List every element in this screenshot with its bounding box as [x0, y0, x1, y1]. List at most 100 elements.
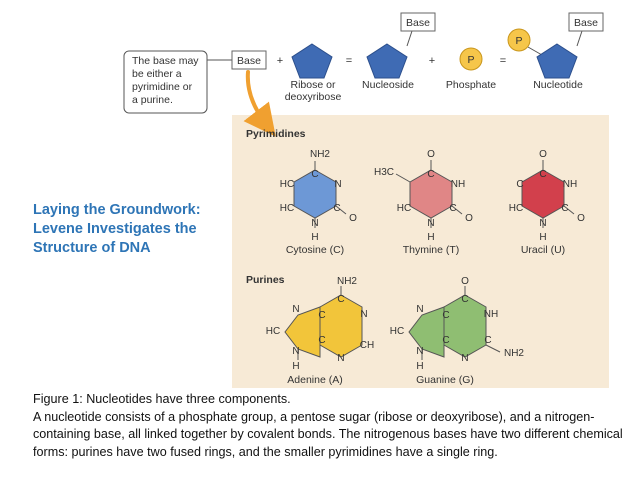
- svg-text:N: N: [360, 309, 367, 320]
- equals-sign-2: =: [500, 55, 506, 67]
- nucleoside-base-label: Base: [406, 17, 430, 29]
- slide-title-line-2: Levene Investigates the: [33, 221, 197, 237]
- nucleoside-bond: [406, 30, 413, 47]
- nucleotide-phosphate-symbol: P: [515, 35, 522, 47]
- nucleotide-figure: The base may be either a pyrimidine or a…: [123, 12, 609, 388]
- svg-text:H: H: [416, 361, 423, 372]
- svg-text:C: C: [539, 169, 546, 180]
- phosphate-symbol: P: [467, 54, 474, 66]
- svg-text:C: C: [561, 203, 568, 214]
- svg-text:C: C: [427, 169, 434, 180]
- svg-text:CH: CH: [360, 340, 374, 351]
- svg-text:HC: HC: [280, 179, 294, 190]
- guanine-five-ring: [408, 306, 445, 358]
- uracil-label: Uracil (U): [521, 244, 565, 256]
- arrow-icon: [243, 70, 276, 137]
- uracil-structure: O C C NH HC C O N H Uracil (U): [509, 149, 585, 256]
- callout-line-3: pyrimidine or: [132, 81, 193, 93]
- equals-sign-1: =: [346, 55, 352, 67]
- sugar-label-line-2: deoxyribose: [285, 91, 342, 103]
- svg-text:N: N: [416, 304, 423, 315]
- nucleotide-label: Nucleotide: [533, 79, 583, 91]
- svg-text:C: C: [318, 310, 325, 321]
- adenine-nh2: NH2: [337, 276, 357, 287]
- nucleotide-phosphate-icon: [507, 28, 531, 52]
- adenine-six-ring: [319, 294, 363, 358]
- svg-text:C: C: [333, 203, 340, 214]
- callout-line-2: be either a: [132, 68, 182, 80]
- svg-text:C: C: [484, 335, 491, 346]
- svg-text:N: N: [292, 346, 299, 357]
- callout-box: [123, 50, 208, 114]
- svg-text:HC: HC: [509, 203, 523, 214]
- svg-text:H: H: [311, 232, 318, 243]
- svg-text:N: N: [337, 353, 344, 364]
- adenine-five-ring: [284, 306, 321, 358]
- base-box: [231, 50, 267, 70]
- svg-text:C: C: [311, 169, 318, 180]
- thymine-h3c: H3C: [374, 167, 394, 178]
- guanine-structure: O C N C NH HC C C NH2 N N H Guanine (G): [390, 276, 525, 386]
- nucleotide-base-label: Base: [574, 17, 598, 29]
- nucleotide-phosphate-bond: [527, 46, 543, 56]
- equation-row: The base may be either a pyrimidine or a…: [123, 12, 604, 114]
- guanine-label: Guanine (G): [416, 374, 474, 386]
- slide-title-line-1: Laying the Groundwork:: [33, 202, 201, 218]
- svg-text:H: H: [539, 232, 546, 243]
- cytosine-label: Cytosine (C): [286, 244, 344, 256]
- svg-text:O: O: [539, 149, 547, 160]
- purines-heading: Purines: [246, 274, 285, 286]
- plus-sign-1: +: [277, 55, 283, 67]
- cytosine-nh2: NH2: [310, 149, 330, 160]
- svg-text:NH: NH: [484, 309, 498, 320]
- svg-text:N: N: [311, 218, 318, 229]
- svg-text:O: O: [577, 213, 585, 224]
- caption-body: A nucleotide consists of a phosphate gro…: [33, 409, 623, 459]
- callout-line-4: a purine.: [132, 94, 173, 106]
- svg-text:N: N: [427, 218, 434, 229]
- guanine-six-ring: [443, 294, 487, 358]
- svg-text:N: N: [334, 179, 341, 190]
- svg-text:C: C: [461, 294, 468, 305]
- plus-sign-2: +: [429, 55, 435, 67]
- nucleoside-sugar-icon: [366, 43, 408, 79]
- guanine-nh2: NH2: [504, 348, 524, 359]
- svg-text:C: C: [516, 179, 523, 190]
- figure-caption: Figure 1: Nucleotides have three compone…: [33, 391, 628, 461]
- nucleotide-base-box: [568, 12, 604, 32]
- svg-text:O: O: [465, 213, 473, 224]
- svg-text:N: N: [539, 218, 546, 229]
- svg-text:C: C: [442, 335, 449, 346]
- pyrimidines-heading: Pyrimidines: [246, 128, 306, 140]
- svg-text:O: O: [427, 149, 435, 160]
- phosphate-label: Phosphate: [446, 79, 496, 91]
- callout-line-1: The base may: [132, 55, 199, 67]
- svg-text:N: N: [416, 346, 423, 357]
- svg-text:HC: HC: [280, 203, 294, 214]
- adenine-label: Adenine (A): [287, 374, 342, 386]
- svg-text:O: O: [461, 276, 469, 287]
- adenine-structure: NH2 C N C N HC C CH N N H Adenine (A): [266, 276, 374, 386]
- svg-text:HC: HC: [390, 326, 404, 337]
- svg-text:C: C: [337, 294, 344, 305]
- svg-text:C: C: [449, 203, 456, 214]
- nucleoside-base-box: [400, 12, 436, 32]
- slide-title: Laying the Groundwork: Levene Investigat…: [33, 201, 223, 258]
- svg-text:H: H: [292, 361, 299, 372]
- svg-text:O: O: [349, 213, 357, 224]
- svg-text:NH: NH: [563, 179, 577, 190]
- sugar-label-line-1: Ribose or: [291, 79, 336, 91]
- phosphate-icon: [459, 47, 483, 71]
- base-box-label: Base: [237, 55, 261, 67]
- cytosine-structure: NH2 C N HC HC C O N H Cytosine (C): [280, 149, 357, 256]
- svg-text:C: C: [318, 335, 325, 346]
- svg-text:HC: HC: [397, 203, 411, 214]
- sugar-pentagon-icon: [291, 43, 333, 79]
- caption-heading: Figure 1: Nucleotides have three compone…: [33, 392, 291, 406]
- svg-text:N: N: [292, 304, 299, 315]
- svg-text:NH: NH: [451, 179, 465, 190]
- slide-title-line-3: Structure of DNA: [33, 240, 151, 256]
- svg-text:H: H: [427, 232, 434, 243]
- thymine-label: Thymine (T): [403, 244, 460, 256]
- nucleotide-base-bond: [576, 30, 583, 47]
